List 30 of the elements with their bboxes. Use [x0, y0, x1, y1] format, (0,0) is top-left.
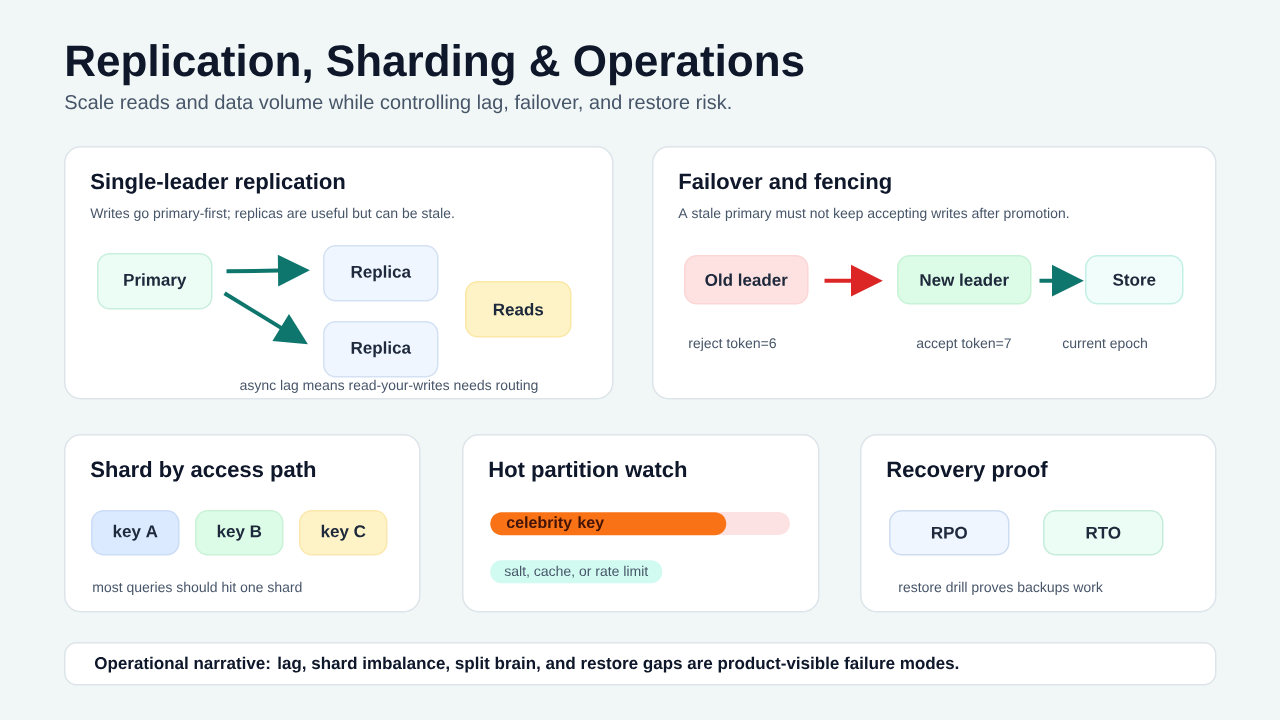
note-pill: salt, cache, or rate limit: [490, 560, 663, 584]
key-box: key A: [91, 510, 180, 556]
store-box: Store: [1085, 255, 1184, 305]
card-description: Writes go primary-first; replicas are useful but can be stale.: [90, 207, 454, 221]
page-subtitle: Scale reads and data volume while controlling lag, failover, and restore risk.: [65, 94, 731, 114]
reads-box: Reads: [465, 281, 572, 338]
node-caption: accept token=7: [916, 337, 1011, 351]
card-heading: Recovery proof: [887, 461, 1048, 482]
progress-bar: celebrity key: [490, 512, 727, 536]
replica-box: Replica: [323, 321, 439, 378]
summary-banner: Operational narrative: lag, shard imbalance, split brain, and restore gaps are product-visible failure modes.: [64, 642, 1217, 686]
page-title: Replication, Sharding & Operations: [67, 44, 804, 86]
card-note: most queries should hit one shard: [93, 581, 302, 595]
card-description: A stale primary must not keep accepting writes after promotion.: [678, 207, 1069, 221]
node-caption: reject token=6: [689, 337, 776, 351]
key-box: key B: [195, 510, 284, 556]
old-leader-box: Old leader: [684, 255, 809, 305]
card-heading: Single-leader replication: [90, 173, 345, 194]
new-leader-box: New leader: [897, 255, 1032, 305]
card-note: restore drill proves backups work: [899, 581, 1103, 595]
card-heading: Hot partition watch: [489, 461, 687, 482]
card-heading: Shard by access path: [90, 461, 316, 482]
metric-box: RTO: [1043, 510, 1164, 556]
replica-box: Replica: [323, 245, 439, 302]
card-note: async lag means read-your-writes needs routing: [240, 379, 538, 393]
key-box: key C: [299, 510, 388, 556]
primary-box: Primary: [97, 253, 213, 310]
card-heading: Failover and fencing: [679, 173, 891, 194]
metric-box: RPO: [889, 510, 1010, 556]
node-caption: current epoch: [1062, 337, 1147, 351]
